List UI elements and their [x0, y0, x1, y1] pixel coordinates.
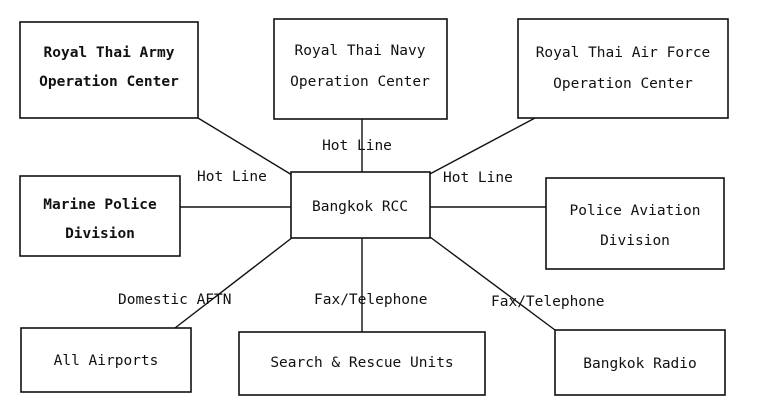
connectors: [174, 117, 556, 332]
link-labels: Hot Line Hot Line Hot Line Domestic AFTN…: [118, 138, 605, 310]
airforce-label-line2: Operation Center: [553, 76, 693, 92]
army-box: [19, 21, 199, 119]
airforce-label-line1: Royal Thai Air Force: [536, 45, 711, 61]
police-aviation-label-line2: Division: [600, 233, 670, 249]
node-army: Royal Thai Army Operation Center: [19, 21, 199, 119]
node-airports: All Airports: [20, 327, 192, 393]
connector-airforce-center: [427, 117, 536, 176]
sar-units-box: [238, 331, 486, 396]
connector-airports-center: [174, 236, 294, 329]
link-label-hot-line-left: Hot Line: [197, 169, 267, 185]
link-label-hot-line-right: Hot Line: [443, 170, 513, 186]
airports-label: All Airports: [54, 353, 159, 369]
marine-label-line1: Marine Police: [43, 197, 157, 213]
airforce-box: [517, 18, 729, 119]
connector-radio-center: [429, 236, 556, 331]
airports-box: [20, 327, 192, 393]
marine-label-line2: Division: [65, 226, 135, 242]
navy-label-line2: Operation Center: [290, 74, 430, 90]
node-marine: Marine Police Division: [19, 175, 181, 257]
node-police-aviation: Police Aviation Division: [545, 177, 725, 270]
sar-units-label: Search & Rescue Units: [270, 355, 453, 371]
link-label-hot-line-top: Hot Line: [322, 138, 392, 154]
police-aviation-box: [545, 177, 725, 270]
bangkok-radio-label: Bangkok Radio: [583, 356, 697, 372]
navy-box: [273, 18, 448, 120]
node-airforce: Royal Thai Air Force Operation Center: [517, 18, 729, 119]
link-label-domestic-aftn: Domestic AFTN: [118, 292, 232, 308]
army-label-line1: Royal Thai Army: [44, 45, 175, 61]
navy-label-line1: Royal Thai Navy: [295, 43, 426, 59]
node-navy: Royal Thai Navy Operation Center: [273, 18, 448, 120]
army-label-line2: Operation Center: [39, 74, 179, 90]
link-label-fax-telephone-center: Fax/Telephone: [314, 292, 428, 308]
link-label-fax-telephone-right: Fax/Telephone: [491, 294, 605, 310]
center-box: [290, 171, 431, 239]
police-aviation-label-line1: Police Aviation: [570, 203, 701, 219]
marine-box: [19, 175, 181, 257]
center-label: Bangkok RCC: [312, 199, 408, 215]
bangkok-radio-box: [554, 329, 726, 396]
connector-army-center: [197, 117, 293, 176]
node-sar-units: Search & Rescue Units: [238, 331, 486, 396]
node-bangkok-radio: Bangkok Radio: [554, 329, 726, 396]
node-center: Bangkok RCC: [290, 171, 431, 239]
